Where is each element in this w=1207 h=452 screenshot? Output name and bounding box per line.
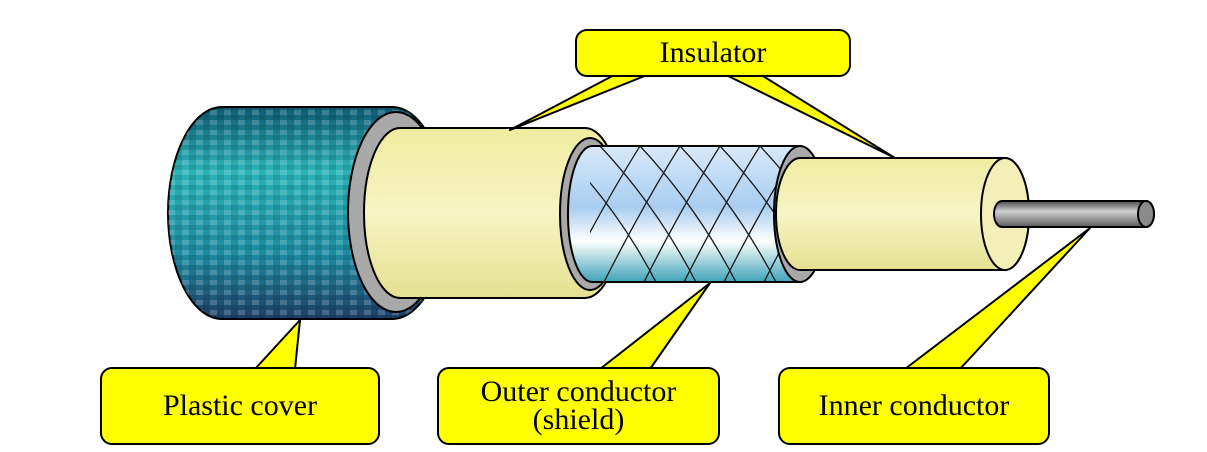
insulator-label: Insulator — [575, 29, 851, 77]
inner-insulator-section — [775, 157, 1030, 271]
insulator-pointer-left — [509, 72, 653, 131]
outer-conductor-pointer — [599, 282, 711, 370]
outer-conductor-label-line1: Outer conductor — [480, 375, 677, 408]
outer-conductor-label: Outer conductor (shield) — [437, 367, 720, 445]
shield-braid — [590, 146, 805, 282]
insulator-label-text: Insulator — [659, 36, 767, 69]
inner-conductor-rod — [993, 200, 1155, 228]
inner-conductor-body — [993, 200, 1155, 228]
plastic-cover-label: Plastic cover — [100, 367, 380, 445]
plastic-cover-label-text: Plastic cover — [162, 389, 318, 422]
plastic-cover-pointer — [254, 319, 301, 370]
inner-conductor-tip — [1137, 200, 1155, 228]
outer-conductor-label-line2: (shield) — [532, 403, 625, 436]
inner-conductor-label: Inner conductor — [778, 367, 1050, 445]
callout-pointers — [254, 72, 1091, 370]
inner-conductor-label-text: Inner conductor — [818, 389, 1010, 422]
